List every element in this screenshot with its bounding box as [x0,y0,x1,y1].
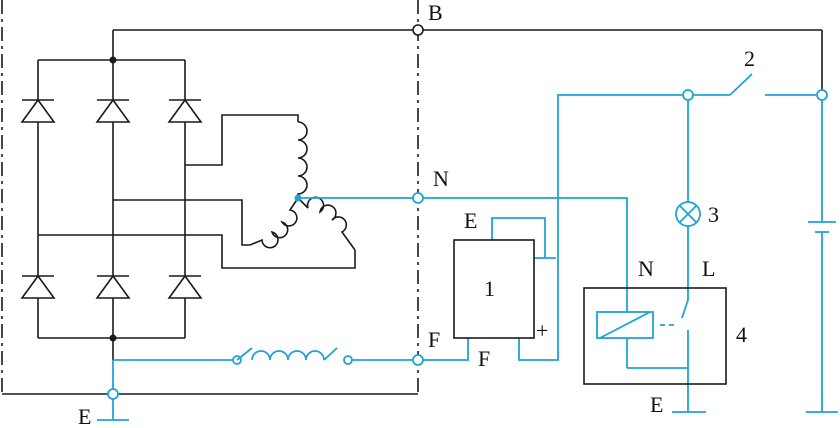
terminal-n [412,192,424,204]
label-n-relay: N [638,256,654,281]
voltage-regulator [453,239,535,339]
label-e-relay: E [650,392,663,417]
label-f-regulator: F [478,346,490,371]
diode-icon [95,98,131,123]
diode-icon [20,274,56,299]
label-switch-number: 2 [744,46,755,71]
label-relay-number: 4 [736,322,747,347]
b-plus-line [113,24,823,90]
label-regulator-number: 1 [484,276,495,301]
labels: B N F E E F + 1 2 3 4 N L E [78,0,755,428]
label-n-alternator: N [433,166,449,191]
coil-icon [249,197,299,249]
label-b: B [428,0,443,25]
diode-icon [167,274,203,299]
stator-windings [38,114,356,269]
switch-icon [729,73,753,96]
terminal-e [107,388,119,400]
label-e-regulator: E [464,208,477,233]
label-e-alternator: E [78,404,91,428]
label-f-alternator: F [428,327,440,352]
battery-icon [808,221,836,233]
diode-icon [167,98,203,123]
terminal-b [412,24,424,36]
lamp-icon [675,201,701,227]
diode-icon [95,274,131,299]
label-lamp-number: 3 [708,202,719,227]
coil-icon [297,121,308,196]
diode-icon [20,98,56,123]
charge-relay [583,287,727,385]
terminal-f [412,354,424,366]
coil-icon [297,196,356,251]
rectifier-bridge [20,30,203,360]
cyan-wiring [97,73,838,421]
alternator-housing [1,0,419,395]
relay-coil-icon [596,311,654,339]
label-l-relay: L [702,256,715,281]
label-plus: + [536,318,548,343]
inductor-icon [251,350,325,361]
